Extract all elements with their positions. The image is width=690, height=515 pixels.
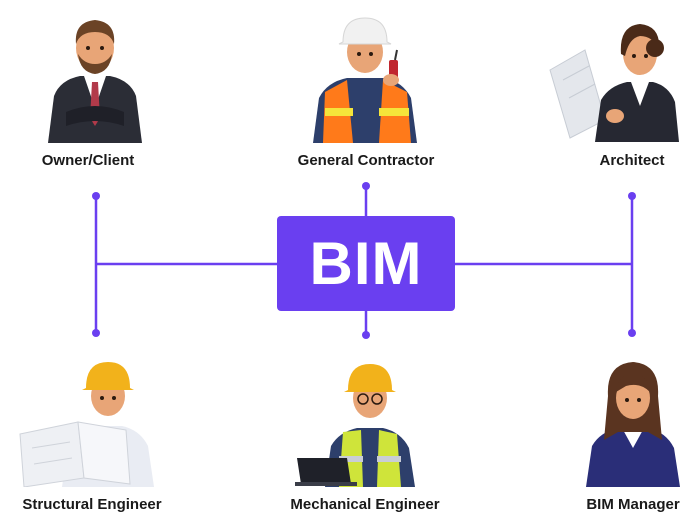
role-label-general-contractor: General Contractor [297, 152, 435, 169]
connector-dot [362, 182, 370, 190]
role-label-mechanical-engineer: Mechanical Engineer [290, 496, 440, 513]
role-label-structural-engineer: Structural Engineer [22, 496, 162, 513]
owner-client-person-icon [48, 20, 142, 143]
architect-person-icon [549, 24, 679, 142]
bim-manager-person-icon [586, 362, 680, 487]
mechanical-engineer-person-icon [295, 364, 415, 487]
bim-hub-label: BIM [309, 230, 423, 297]
connector-dot [628, 329, 636, 337]
connector-dot [628, 192, 636, 200]
connector-dot [92, 329, 100, 337]
general-contractor-person-icon [313, 17, 417, 143]
role-label-architect: Architect [599, 152, 665, 169]
role-label-bim-manager: BIM Manager [586, 496, 680, 513]
connector-dot [362, 331, 370, 339]
structural-engineer-person-icon [19, 362, 154, 487]
connector-dot [92, 192, 100, 200]
bim-hub-box: BIM [277, 216, 455, 311]
role-label-owner-client: Owner/Client [41, 152, 135, 169]
